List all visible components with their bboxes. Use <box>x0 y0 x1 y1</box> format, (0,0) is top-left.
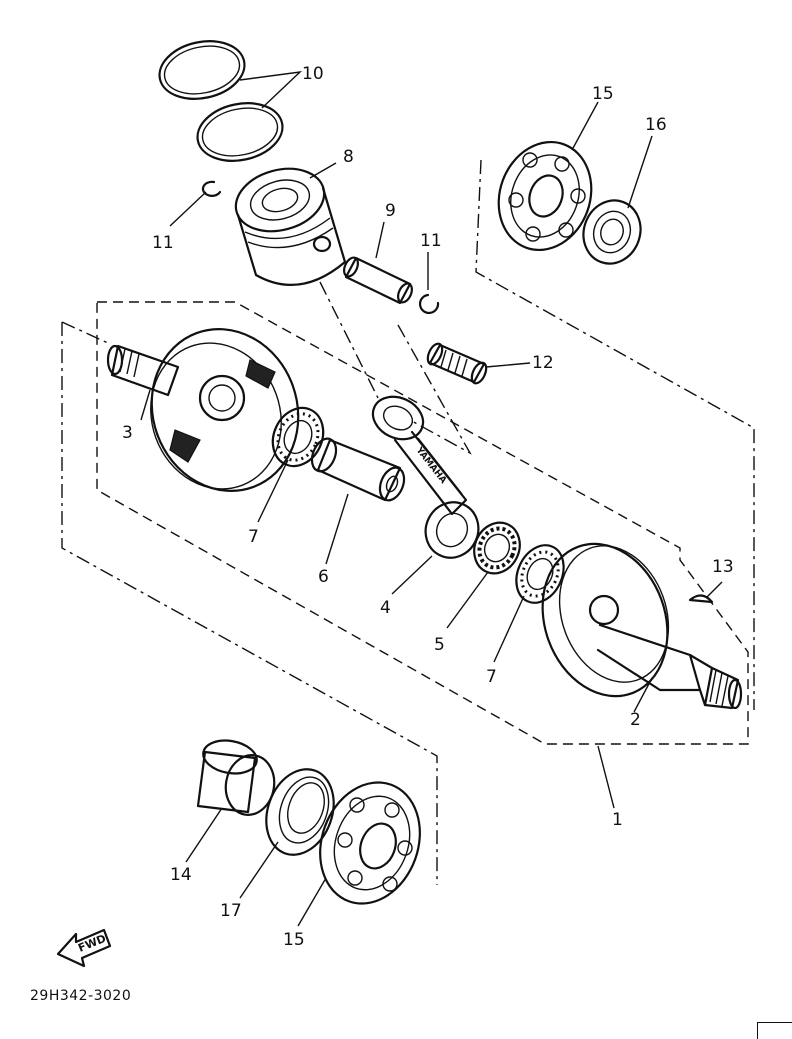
piston-ring-upper <box>158 40 246 100</box>
callout-labels: 10 8 9 11 11 12 15 16 3 7 6 4 5 7 13 2 1… <box>122 64 734 950</box>
callout-12: 12 <box>532 353 554 373</box>
callout-7-left: 7 <box>248 527 259 547</box>
callout-15-lower: 15 <box>283 930 305 950</box>
callout-10: 10 <box>302 64 324 84</box>
collar <box>196 739 276 816</box>
rod-brand-label: YAMAHA <box>413 445 448 486</box>
oil-seal-upper <box>582 199 642 265</box>
crank-pin <box>310 437 406 502</box>
callout-15-upper: 15 <box>592 84 614 104</box>
crankshaft-left <box>106 328 300 492</box>
callout-14: 14 <box>170 865 192 885</box>
crankshaft-right <box>541 542 743 710</box>
big-end-bearing <box>473 521 521 575</box>
callout-13: 13 <box>712 557 734 577</box>
piston-ring-lower <box>196 102 284 162</box>
diagram-code: 29H342-3020 <box>30 988 132 1004</box>
small-end-bearing <box>426 342 488 385</box>
callout-8: 8 <box>343 147 354 167</box>
crank-bearing-lower <box>319 781 421 905</box>
callout-17: 17 <box>220 901 242 921</box>
callout-16: 16 <box>645 115 667 135</box>
callout-3: 3 <box>122 423 133 443</box>
crankshaft-assembly-frame <box>61 301 749 885</box>
callout-6: 6 <box>318 567 329 587</box>
bearing-seal-frame <box>475 159 755 710</box>
callout-9: 9 <box>385 201 396 221</box>
callout-2: 2 <box>630 710 641 730</box>
piston <box>234 167 347 286</box>
forward-direction-arrow: FWD <box>56 928 112 968</box>
woodruff-key <box>688 594 714 604</box>
piston-pin <box>343 256 413 305</box>
callout-11-right: 11 <box>420 231 442 251</box>
connecting-rod: YAMAHA <box>371 395 480 559</box>
leader-lines <box>140 71 723 927</box>
washer-right <box>515 544 565 604</box>
crank-bearing-upper <box>497 140 593 252</box>
callout-11-left: 11 <box>152 233 174 253</box>
callout-7-right: 7 <box>486 667 497 687</box>
page-corner-box <box>757 1022 792 1039</box>
callout-1: 1 <box>612 810 623 830</box>
fwd-label: FWD <box>76 932 108 955</box>
piston-pin-clip-right <box>418 293 440 315</box>
callout-5: 5 <box>434 635 445 655</box>
piston-to-rod-frame <box>319 281 472 455</box>
piston-pin-clip-left <box>201 180 222 197</box>
oil-seal-lower <box>265 768 335 856</box>
callout-4: 4 <box>380 598 391 618</box>
